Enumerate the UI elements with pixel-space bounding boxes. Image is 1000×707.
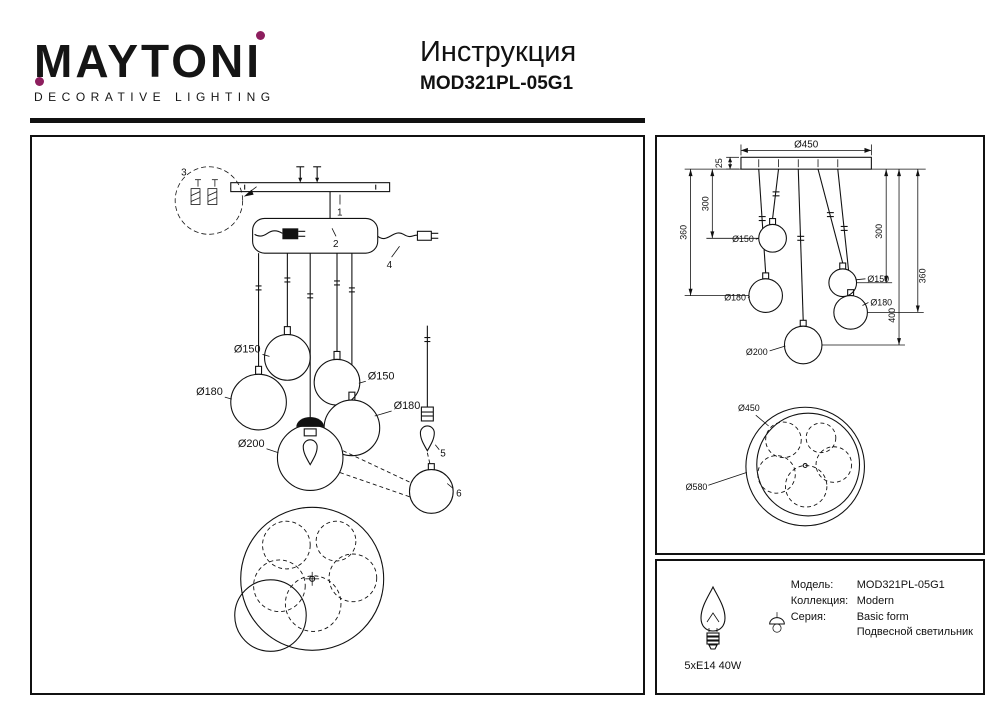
dim-sphere-150-left: Ø150 (732, 234, 754, 244)
doc-title: Инструкция (420, 36, 577, 68)
bulb-icon (700, 585, 726, 650)
label-sphere-150-left: Ø150 (234, 343, 261, 355)
dim-sphere-180-right: Ø180 (870, 297, 892, 307)
dim-drop-left-360: 360 (679, 225, 689, 240)
series-value: Basic form Подвесной светильник (857, 611, 973, 638)
dim-canopy-thickness-label: 25 (714, 158, 724, 168)
brand-dot-bottom-icon (35, 77, 44, 86)
brand-tagline: DECORATIVE LIGHTING (34, 90, 276, 104)
dim-sphere-200: Ø200 (746, 347, 768, 357)
brand-dot-top-icon (256, 31, 266, 40)
part-number-1: 1 (337, 207, 343, 218)
part-number-2: 2 (333, 239, 339, 250)
spec-row-series: Серия: Basic form Подвесной светильник (763, 609, 973, 640)
spec-row-collection: Коллекция: Modern (763, 593, 973, 609)
canopy (252, 217, 379, 254)
series-value-1: Basic form (856, 611, 909, 623)
part-number-5: 5 (440, 449, 446, 460)
model-label: Модель: (790, 579, 834, 591)
sphere-dim-labels: Ø150 Ø180 Ø150 Ø180 Ø200 (724, 234, 892, 357)
label-sphere-200: Ø200 (238, 438, 265, 450)
pendant-lamp-icon (768, 612, 785, 633)
dim-sphere-180-left: Ø180 (724, 293, 746, 303)
bottom-view-dims: Ø450 Ø580 (686, 403, 865, 527)
collection-value: Modern (856, 595, 895, 607)
dim-drop-right-360: 360 (918, 268, 928, 283)
canopy-side (740, 156, 872, 170)
drop-dimensions: 300 360 300 360 400 (679, 168, 928, 346)
dimension-diagram: Ø450 25 (679, 139, 928, 527)
title-block: Инструкция MOD321PL-05G1 (420, 36, 576, 95)
dim-canopy-thickness: 25 (714, 156, 739, 170)
spec-table: Модель: MOD321PL-05G1 Коллекция: Modern … (759, 571, 973, 685)
part-number-6: 6 (456, 488, 462, 499)
series-value-2: Подвесной светильник (856, 626, 973, 638)
label-sphere-180-left: Ø180 (196, 386, 223, 398)
series-label: Серия: (790, 611, 827, 623)
cables-dim (758, 169, 852, 321)
suspension-cables (255, 253, 355, 417)
part-number-3: 3 (181, 168, 187, 179)
bulb-detail: 5 6 (339, 325, 462, 514)
spheres-dim (748, 218, 868, 365)
dim-canopy-diameter: Ø450 (740, 139, 872, 156)
dim-sphere-150-right: Ø150 (867, 274, 889, 284)
power-cord-plug: 4 (377, 230, 439, 271)
dim-drop-right-400: 400 (887, 308, 897, 323)
bulb-spec-label: 5xE14 40W (684, 660, 742, 672)
mounting-bracket (230, 166, 391, 219)
doc-model-code: MOD321PL-05G1 (420, 73, 574, 94)
part-number-4: 4 (387, 260, 393, 271)
dim-bottom-inner: Ø450 (738, 403, 760, 413)
brand-name: MAYTONI (34, 35, 263, 87)
dim-canopy-diameter-label: Ø450 (794, 139, 819, 150)
header-divider (30, 118, 645, 123)
label-sphere-180-right: Ø180 (394, 400, 421, 412)
bulb-spec: 5xE14 40W (667, 571, 759, 685)
assembly-panel: 3 1 (30, 135, 645, 695)
spec-panel: 5xE14 40W Модель: MOD321PL-05G1 Коллекци… (655, 559, 985, 695)
brand-logo: MAYTONI DECORATIVE LIGHTING (34, 31, 276, 104)
part-callout-2: 2 (331, 228, 339, 250)
collection-label: Коллекция: (790, 595, 849, 607)
glass-spheres (230, 326, 381, 492)
spec-row-model: Модель: MOD321PL-05G1 (763, 577, 973, 593)
assembly-diagram: 3 1 (174, 166, 462, 652)
part-callout-1: 1 (337, 194, 343, 218)
fasteners-detail: 3 (174, 166, 257, 235)
dim-bottom-outer: Ø580 (686, 482, 708, 492)
label-sphere-150-right: Ø150 (368, 370, 395, 382)
model-value: MOD321PL-05G1 (856, 579, 945, 591)
dimensions-panel: Ø450 25 (655, 135, 985, 555)
sphere-labels: Ø150 Ø180 Ø150 Ø180 Ø200 (196, 343, 421, 454)
bottom-view (234, 506, 385, 652)
dim-drop-right-300: 300 (874, 224, 884, 239)
dim-drop-left-300: 300 (700, 196, 710, 211)
